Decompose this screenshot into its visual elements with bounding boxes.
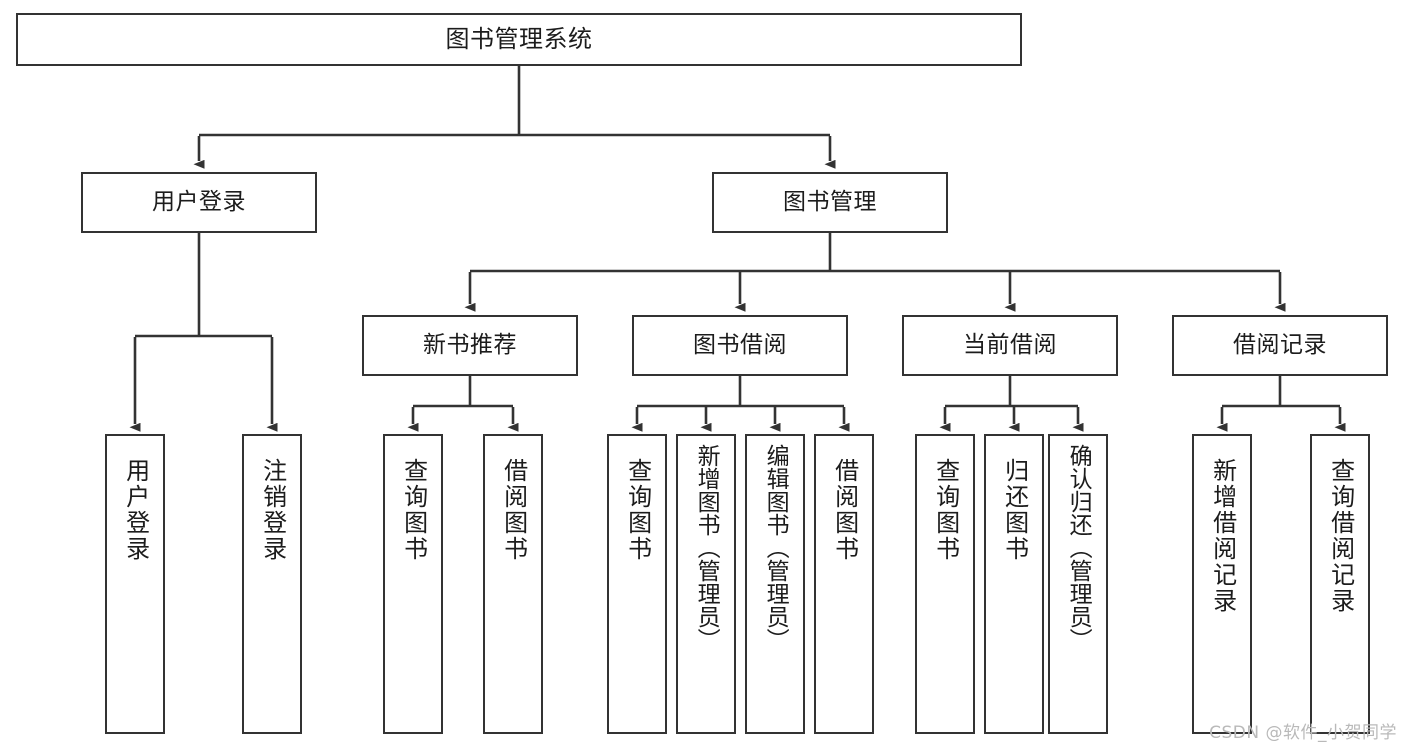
node-book-manage[interactable]: 图书管理 [712, 172, 948, 233]
node-leaf-confirm-return[interactable]: 确认归还（管理员） [1048, 434, 1108, 734]
node-leaf-borrow-book-2[interactable]: 借阅图书 [814, 434, 874, 734]
node-leaf-logout-login-label: 注销登录 [258, 458, 287, 562]
node-root-label: 图书管理系统 [445, 25, 593, 54]
node-leaf-query-book-1-label: 查询图书 [399, 458, 428, 562]
node-leaf-add-record[interactable]: 新增借阅记录 [1192, 434, 1252, 734]
node-user-login[interactable]: 用户登录 [81, 172, 317, 233]
node-leaf-edit-book-label: 编辑图书（管理员） [762, 444, 789, 651]
node-borrow-record[interactable]: 借阅记录 [1172, 315, 1388, 376]
node-leaf-confirm-return-label: 确认归还（管理员） [1065, 444, 1092, 651]
node-leaf-query-book-2[interactable]: 查询图书 [607, 434, 667, 734]
node-book-manage-label: 图书管理 [783, 188, 877, 215]
node-leaf-borrow-book-1[interactable]: 借阅图书 [483, 434, 543, 734]
node-current-borrow[interactable]: 当前借阅 [902, 315, 1118, 376]
node-new-book-recommend[interactable]: 新书推荐 [362, 315, 578, 376]
node-user-login-label: 用户登录 [152, 188, 246, 215]
node-book-borrow-label: 图书借阅 [693, 331, 787, 358]
node-leaf-user-login[interactable]: 用户登录 [105, 434, 165, 734]
node-leaf-add-record-label: 新增借阅记录 [1208, 458, 1237, 614]
node-leaf-query-record-label: 查询借阅记录 [1326, 458, 1355, 614]
node-leaf-add-book[interactable]: 新增图书（管理员） [676, 434, 736, 734]
node-leaf-query-book-3-label: 查询图书 [931, 458, 960, 562]
node-leaf-return-book-label: 归还图书 [1000, 458, 1029, 562]
node-borrow-record-label: 借阅记录 [1233, 331, 1327, 358]
node-leaf-query-record[interactable]: 查询借阅记录 [1310, 434, 1370, 734]
node-leaf-query-book-3[interactable]: 查询图书 [915, 434, 975, 734]
node-leaf-user-login-label: 用户登录 [121, 458, 150, 562]
node-leaf-query-book-2-label: 查询图书 [623, 458, 652, 562]
node-new-book-recommend-label: 新书推荐 [423, 331, 517, 358]
node-leaf-logout-login[interactable]: 注销登录 [242, 434, 302, 734]
node-leaf-query-book-1[interactable]: 查询图书 [383, 434, 443, 734]
node-leaf-borrow-book-1-label: 借阅图书 [499, 458, 528, 562]
node-root[interactable]: 图书管理系统 [16, 13, 1022, 66]
node-leaf-add-book-label: 新增图书（管理员） [693, 444, 720, 651]
node-leaf-edit-book[interactable]: 编辑图书（管理员） [745, 434, 805, 734]
node-book-borrow[interactable]: 图书借阅 [632, 315, 848, 376]
node-leaf-return-book[interactable]: 归还图书 [984, 434, 1044, 734]
csdn-watermark: CSDN @软件_小贺同学 [1209, 723, 1397, 743]
node-leaf-borrow-book-2-label: 借阅图书 [830, 458, 859, 562]
node-current-borrow-label: 当前借阅 [963, 331, 1057, 358]
